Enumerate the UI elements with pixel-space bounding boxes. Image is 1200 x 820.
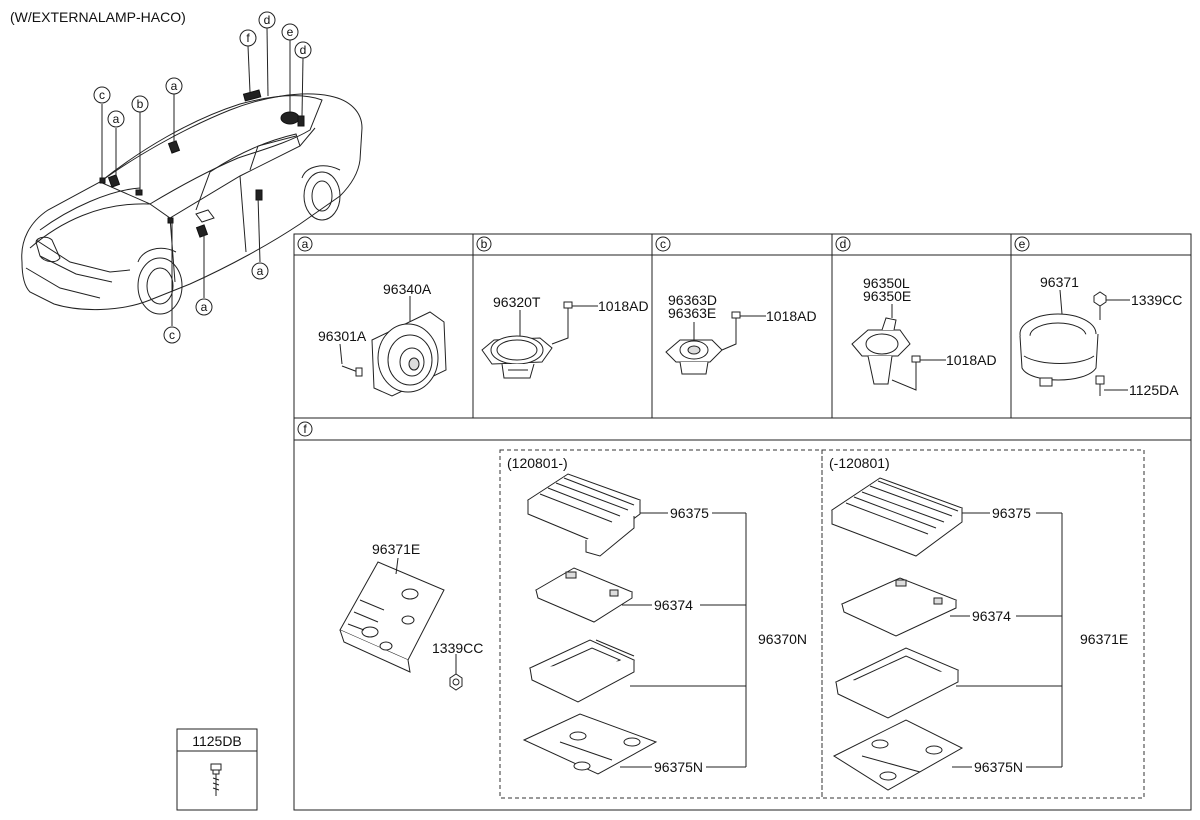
callout-b-1: b (131, 95, 149, 113)
callout-a-4: a (195, 298, 213, 316)
section-c: 96363D 96363E 1018AD (665, 292, 817, 375)
section-f-header: f (297, 421, 313, 437)
label-96375-g1: 96375 (670, 505, 709, 521)
svg-text:a: a (257, 264, 264, 278)
amp-bracket-96371e (339, 561, 445, 673)
callout-d-1: d (258, 11, 276, 29)
label-1018ad-b: 1018AD (598, 298, 649, 314)
section-d-header: d (835, 236, 851, 252)
nut-1339cc-e (1093, 291, 1107, 307)
label-1339cc-e: 1339CC (1131, 292, 1182, 308)
svg-text:e: e (287, 25, 294, 39)
svg-text:a: a (302, 237, 309, 251)
label-1339cc-f: 1339CC (432, 640, 483, 656)
variant-note: (W/EXTERNALAMP-HACO) (10, 9, 186, 25)
svg-text:f: f (303, 422, 307, 436)
label-1125da: 1125DA (1129, 382, 1179, 398)
label-96301a: 96301A (318, 328, 367, 344)
svg-text:d: d (300, 43, 307, 57)
section-e: 96371 1339CC 1125DA (1019, 274, 1182, 398)
car-illustration: c a b a f d e d a c a (21, 11, 363, 344)
label-96370n: 96370N (758, 631, 807, 647)
nut-1339cc-f (449, 673, 463, 691)
svg-text:d: d (840, 237, 847, 251)
screw-1018ad-b (563, 301, 573, 322)
svg-text:c: c (99, 88, 105, 102)
group2-range: (-120801) (829, 455, 890, 471)
label-96375-g2: 96375 (992, 505, 1031, 521)
amplifier-96375-g2 (830, 477, 964, 557)
callout-a-2: a (165, 77, 183, 95)
label-96375n-g2: 96375N (974, 759, 1023, 775)
svg-text:e: e (1019, 237, 1026, 251)
callout-e-1: e (281, 23, 299, 41)
section-a: 96340A 96301A (318, 281, 447, 397)
svg-text:a: a (171, 79, 178, 93)
speaker-96350l (851, 317, 911, 385)
baseplate-96375n-g2 (832, 719, 964, 791)
screw-1018ad-d (911, 355, 921, 376)
label-96374-g2: 96374 (972, 608, 1011, 624)
bolt-1125da (1095, 375, 1105, 396)
section-c-header: c (655, 236, 671, 252)
label-96340a: 96340A (383, 281, 432, 297)
svg-text:a: a (201, 300, 208, 314)
bolt-box: 1125DB (176, 728, 258, 811)
bolt-1125db-icon (210, 763, 222, 796)
pcb-96374-g2 (840, 577, 958, 637)
label-1018ad-d: 1018AD (946, 352, 997, 368)
screw-96301a (341, 365, 363, 377)
label-96371e-right: 96371E (1080, 631, 1128, 647)
section-a-header: a (297, 236, 313, 252)
group1-range: (120801-) (507, 455, 568, 471)
amplifier-96375-g1 (526, 473, 642, 557)
callout-a-1: a (107, 110, 125, 128)
speaker-96320t (481, 335, 553, 379)
callout-a-3: a (251, 262, 269, 280)
label-96375n-g1: 96375N (654, 759, 703, 775)
svg-text:b: b (481, 237, 488, 251)
section-b-header: b (476, 236, 492, 252)
tweeter-96363d (665, 339, 723, 375)
svg-text:b: b (137, 97, 144, 111)
svg-text:c: c (660, 237, 666, 251)
baseplate-96375n-g1 (522, 713, 658, 775)
tray-g1 (528, 639, 636, 703)
label-96350e: 96350E (863, 288, 911, 304)
svg-text:d: d (264, 13, 271, 27)
label-1125db: 1125DB (192, 733, 242, 749)
group1-parts: 96375 96374 96375N 96370N (522, 473, 807, 775)
group2-parts: 96375 96374 96375N 96371E (830, 477, 1128, 791)
label-96363e: 96363E (668, 305, 716, 321)
tray-g2 (834, 647, 960, 719)
callout-d-2: d (294, 41, 312, 59)
section-f: 96371E 1339CC (120801-) (-120801) (339, 449, 1145, 799)
label-1018ad-c: 1018AD (766, 308, 817, 324)
label-96374-g1: 96374 (654, 597, 693, 613)
label-96350l: 96350L (863, 275, 910, 291)
section-d: 96350L 96350E 1018AD (851, 275, 997, 391)
svg-text:c: c (169, 328, 175, 342)
section-e-header: e (1014, 236, 1030, 252)
label-96371: 96371 (1040, 274, 1079, 290)
parts-table: a b c d e f (293, 233, 1192, 811)
svg-text:a: a (113, 112, 120, 126)
speaker-96340a (371, 311, 447, 397)
svg-text:f: f (246, 31, 250, 45)
callout-c-2: c (163, 326, 181, 344)
callout-f-1: f (239, 29, 257, 47)
section-b: 96320T 1018AD (481, 294, 649, 379)
callout-c-1: c (93, 86, 111, 104)
label-96320t: 96320T (493, 294, 541, 310)
screw-1018ad-c (731, 311, 741, 330)
label-96363d: 96363D (668, 292, 717, 308)
woofer-96371 (1019, 313, 1099, 387)
label-96371e-left: 96371E (372, 541, 420, 557)
pcb-96374-g1 (534, 567, 634, 623)
